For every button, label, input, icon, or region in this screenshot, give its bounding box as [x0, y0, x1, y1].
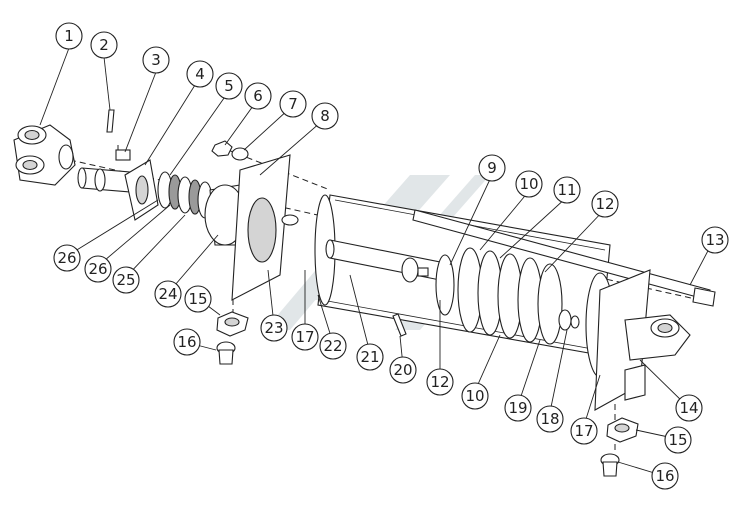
center-bolt	[558, 309, 580, 331]
callout-16-right: 16	[651, 462, 679, 490]
callout-10-bottom: 10	[461, 382, 489, 410]
callout-18: 18	[536, 405, 564, 433]
callout-label: 24	[158, 285, 177, 303]
callout-3: 3	[142, 46, 170, 74]
fitting-right	[600, 453, 620, 477]
callout-label: 15	[188, 290, 207, 308]
callout-23: 23	[260, 314, 288, 342]
callout-label: 9	[487, 159, 497, 177]
callout-label: 16	[655, 467, 674, 485]
callout-label: 11	[557, 181, 576, 199]
callout-26-b: 26	[84, 255, 112, 283]
callout-label: 10	[519, 175, 538, 193]
callout-label: 10	[465, 387, 484, 405]
callout-17-left: 17	[291, 323, 319, 351]
plug	[115, 149, 131, 161]
callout-label: 3	[151, 51, 161, 69]
disc-pack	[435, 247, 563, 345]
callout-label: 12	[430, 373, 449, 391]
callout-14: 14	[675, 394, 703, 422]
hex-nut-top	[211, 140, 249, 161]
pin	[106, 109, 115, 133]
callout-12-bottom: 12	[426, 368, 454, 396]
callout-19: 19	[504, 394, 532, 422]
clevis-end	[13, 124, 76, 186]
callout-16-left: 16	[173, 328, 201, 356]
small-pin	[392, 313, 407, 337]
callout-17-right: 17	[570, 417, 598, 445]
callout-label: 20	[393, 361, 412, 379]
callout-13: 13	[701, 226, 729, 254]
callout-label: 23	[264, 319, 283, 337]
callout-label: 16	[177, 333, 196, 351]
callout-label: 25	[116, 271, 135, 289]
right-clevis	[624, 314, 691, 401]
left-end-plate	[231, 154, 299, 301]
callout-label: 2	[99, 36, 109, 54]
callout-20: 20	[389, 356, 417, 384]
callout-15-left: 15	[184, 285, 212, 313]
callout-label: 7	[288, 95, 298, 113]
callout-label: 5	[224, 77, 234, 95]
hex-nut-left	[216, 311, 249, 337]
rod-end	[77, 167, 131, 193]
callout-label: 14	[679, 399, 698, 417]
callout-label: 17	[295, 328, 314, 346]
washer-stack	[157, 171, 213, 219]
callout-label: 21	[360, 348, 379, 366]
callout-22: 22	[319, 332, 347, 360]
callout-label: 15	[668, 431, 687, 449]
callout-label: 17	[574, 422, 593, 440]
callout-9: 9	[478, 154, 506, 182]
callout-1: 1	[55, 22, 83, 50]
hex-nut-right	[606, 417, 639, 443]
callout-2: 2	[90, 31, 118, 59]
callout-label: 22	[323, 337, 342, 355]
callout-26-a: 26	[53, 244, 81, 272]
callout-label: 6	[253, 87, 263, 105]
callout-7: 7	[279, 90, 307, 118]
callout-21: 21	[356, 343, 384, 371]
fitting-left	[216, 341, 236, 365]
callout-6: 6	[244, 82, 272, 110]
callout-5: 5	[215, 72, 243, 100]
callout-label: 18	[540, 410, 559, 428]
callout-24: 24	[154, 280, 182, 308]
callout-label: 26	[57, 249, 76, 267]
callout-label: 13	[705, 231, 724, 249]
callout-label: 26	[88, 260, 107, 278]
callout-label: 12	[595, 195, 614, 213]
callout-label: 8	[320, 107, 330, 125]
callout-12-top: 12	[591, 190, 619, 218]
callout-10-top: 10	[515, 170, 543, 198]
callout-11: 11	[553, 176, 581, 204]
callout-label: 1	[64, 27, 74, 45]
callout-4: 4	[186, 60, 214, 88]
callout-15-right: 15	[664, 426, 692, 454]
callout-label: 4	[195, 65, 205, 83]
callout-label: 19	[508, 399, 527, 417]
front-flange	[124, 159, 159, 221]
callout-25: 25	[112, 266, 140, 294]
callout-8: 8	[311, 102, 339, 130]
